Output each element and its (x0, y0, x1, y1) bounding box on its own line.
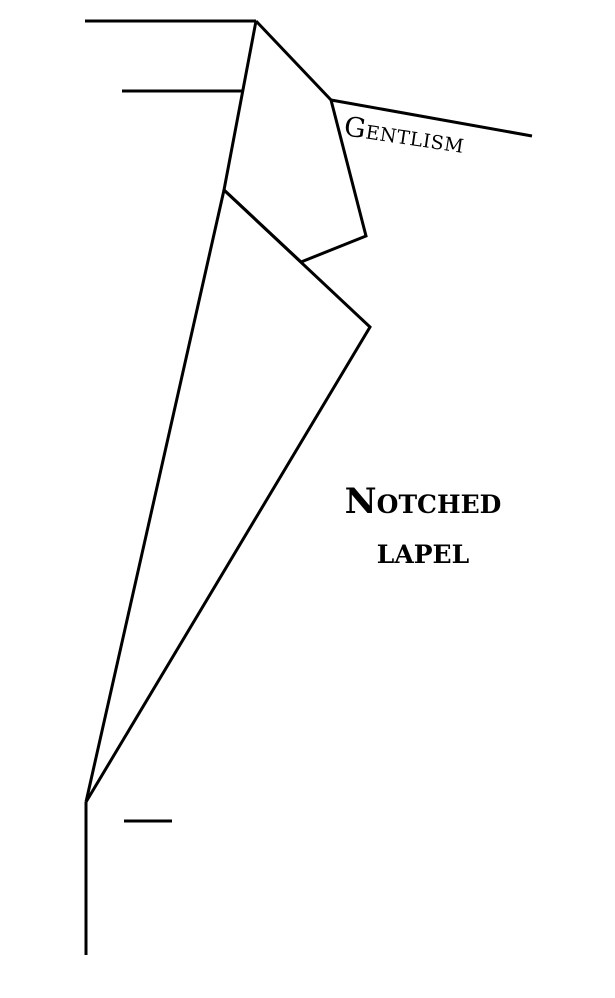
front-edge-line (84, 189, 226, 803)
lapel-outline (84, 188, 372, 803)
caption-line-2: lapel (377, 531, 470, 572)
collar-outline (222, 19, 368, 264)
brand-label: Gentlism (342, 111, 467, 160)
caption-line-1: Notched (345, 481, 502, 522)
brand-underline (330, 98, 533, 138)
